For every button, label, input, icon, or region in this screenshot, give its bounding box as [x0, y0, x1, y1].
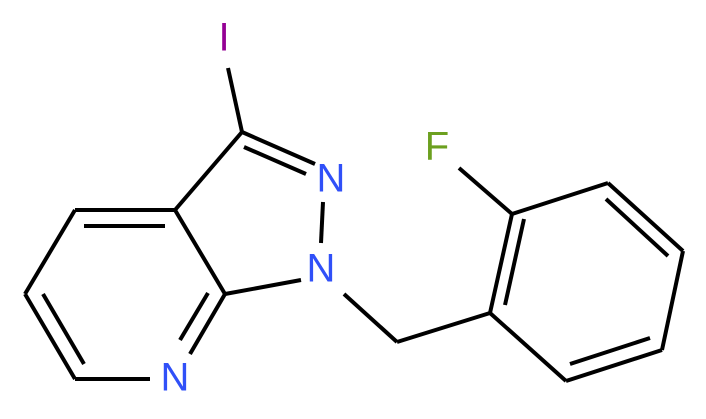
atom-label-nitrogen-n7: N	[161, 356, 190, 400]
bond-c3-n2	[241, 130, 316, 166]
atom-label-iodine: I	[218, 16, 229, 60]
bond-c3-n2-double	[243, 145, 307, 176]
atom-label-fluorine: F	[425, 125, 449, 169]
bond-n7-c7a-double	[178, 291, 210, 342]
atom-label-nitrogen-n1: N	[307, 247, 336, 291]
bond-c5-c6	[23, 292, 77, 381]
bond-n2-n1	[319, 201, 325, 244]
bond-c5p-c6p	[565, 348, 663, 383]
bond-c6p-c1p	[488, 311, 568, 383]
bond-c3-i	[226, 67, 244, 133]
atom-label-nitrogen-n2: N	[317, 157, 346, 201]
bond-c1p-c2p-double	[503, 218, 526, 306]
bond-c5p-c6p-double	[569, 336, 651, 366]
bond-c3a-c3	[173, 130, 244, 212]
bond-n7-c7a	[188, 292, 227, 356]
bond-n1-c7a	[224, 278, 302, 296]
bond-c2p-c3p	[511, 181, 609, 216]
bond-c3a-c7a	[173, 208, 227, 296]
bond-c4p-c5p	[660, 250, 685, 351]
bond-c4-c5	[23, 208, 77, 296]
bond-n1-ch2	[342, 292, 399, 344]
bond-ch2-c1p	[396, 311, 491, 344]
bond-c2p-f	[457, 166, 514, 216]
bond-c3p-c4p	[606, 181, 685, 253]
bond-c3p-c4p-double	[604, 197, 670, 258]
bond-c5-c6-double	[41, 292, 86, 366]
bond-c1p-c2p	[488, 213, 514, 314]
